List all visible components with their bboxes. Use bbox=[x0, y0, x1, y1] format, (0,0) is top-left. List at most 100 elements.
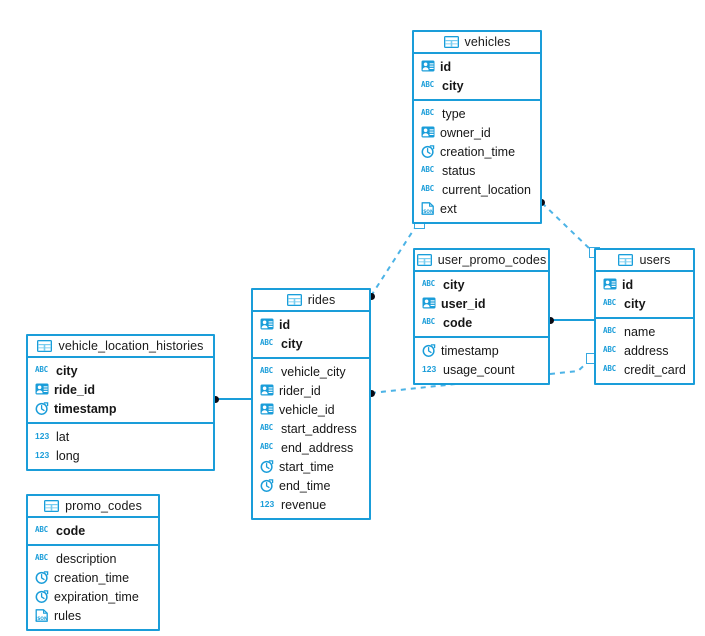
id-card-icon bbox=[35, 383, 49, 396]
key-field-timestamp[interactable]: timestamp bbox=[28, 399, 213, 418]
field-label: rules bbox=[54, 608, 82, 623]
key-field-id[interactable]: id bbox=[596, 275, 693, 294]
abc-icon: ABC bbox=[603, 326, 616, 335]
key-field-id[interactable]: id bbox=[253, 315, 369, 334]
field-label: code bbox=[56, 523, 86, 538]
field-label: ride_id bbox=[54, 382, 95, 397]
field-owner_id[interactable]: owner_id bbox=[414, 123, 540, 142]
field-label: name bbox=[624, 324, 656, 339]
id-card-icon bbox=[421, 60, 435, 73]
table-icon bbox=[443, 35, 459, 49]
field-label: end_address bbox=[281, 440, 354, 455]
field-label: current_location bbox=[442, 182, 531, 197]
entity-title: rides bbox=[307, 293, 336, 307]
id-card-icon bbox=[603, 278, 617, 291]
table-icon bbox=[618, 253, 634, 267]
field-label: vehicle_city bbox=[281, 364, 346, 379]
abc-icon: ABC bbox=[422, 279, 435, 288]
field-current_location[interactable]: ABC current_location bbox=[414, 180, 540, 199]
link-endpoint-dot-rides-right bbox=[368, 390, 375, 397]
abc-icon: ABC bbox=[603, 298, 616, 307]
id-card-icon bbox=[260, 384, 274, 397]
abc-icon: ABC bbox=[421, 184, 434, 193]
abc-icon: ABC bbox=[421, 80, 434, 89]
clock-icon bbox=[422, 344, 436, 357]
field-vehicle_id[interactable]: vehicle_id bbox=[253, 400, 369, 419]
entity-header-promo_codes[interactable]: promo_codes bbox=[28, 496, 158, 518]
entity-header-vehicle_location_histories[interactable]: vehicle_location_histories bbox=[28, 336, 213, 358]
field-creation_time[interactable]: creation_time bbox=[414, 142, 540, 161]
field-vehicle_city[interactable]: ABC vehicle_city bbox=[253, 362, 369, 381]
entity-header-vehicles[interactable]: vehicles bbox=[414, 32, 540, 54]
table-icon bbox=[286, 293, 302, 307]
clock-icon bbox=[35, 402, 49, 415]
field-rider_id[interactable]: rider_id bbox=[253, 381, 369, 400]
key-field-city[interactable]: ABC city bbox=[253, 334, 369, 353]
key-field-ride_id[interactable]: ride_id bbox=[28, 380, 213, 399]
abc-icon: ABC bbox=[603, 345, 616, 354]
clock-icon bbox=[35, 590, 49, 603]
entity-header-user_promo_codes[interactable]: user_promo_codes bbox=[415, 250, 548, 272]
field-creation_time[interactable]: creation_time bbox=[28, 568, 158, 587]
id-card-icon bbox=[260, 318, 274, 331]
table-icon bbox=[44, 499, 60, 513]
field-label: city bbox=[442, 78, 464, 93]
field-expiration_time[interactable]: expiration_time bbox=[28, 587, 158, 606]
key-field-user_id[interactable]: user_id bbox=[415, 294, 548, 313]
entity-header-users[interactable]: users bbox=[596, 250, 693, 272]
key-field-city[interactable]: ABC city bbox=[414, 76, 540, 95]
abc-icon: ABC bbox=[260, 338, 273, 347]
number-icon: 123 bbox=[260, 499, 275, 509]
number-icon: 123 bbox=[35, 431, 50, 441]
field-label: city bbox=[624, 296, 646, 311]
entity-title: vehicles bbox=[464, 35, 511, 49]
field-label: description bbox=[56, 551, 117, 566]
field-label: start_time bbox=[279, 459, 334, 474]
key-field-city[interactable]: ABC city bbox=[596, 294, 693, 313]
abc-icon: ABC bbox=[35, 365, 48, 374]
field-end_time[interactable]: end_time bbox=[253, 476, 369, 495]
field-name[interactable]: ABC name bbox=[596, 322, 693, 341]
abc-icon: ABC bbox=[260, 366, 273, 375]
field-label: owner_id bbox=[440, 125, 491, 140]
id-card-icon bbox=[422, 297, 436, 310]
field-label: vehicle_id bbox=[279, 402, 335, 417]
number-icon: 123 bbox=[422, 364, 437, 374]
entity-header-rides[interactable]: rides bbox=[253, 290, 369, 312]
id-card-icon bbox=[260, 403, 274, 416]
field-timestamp[interactable]: timestamp bbox=[415, 341, 548, 360]
table-icon bbox=[37, 339, 53, 353]
key-field-id[interactable]: id bbox=[414, 57, 540, 76]
json-icon: JSON bbox=[421, 202, 435, 215]
field-label: city bbox=[281, 336, 303, 351]
field-label: expiration_time bbox=[54, 589, 139, 604]
field-label: id bbox=[440, 59, 452, 74]
field-label: status bbox=[442, 163, 476, 178]
field-start_time[interactable]: start_time bbox=[253, 457, 369, 476]
